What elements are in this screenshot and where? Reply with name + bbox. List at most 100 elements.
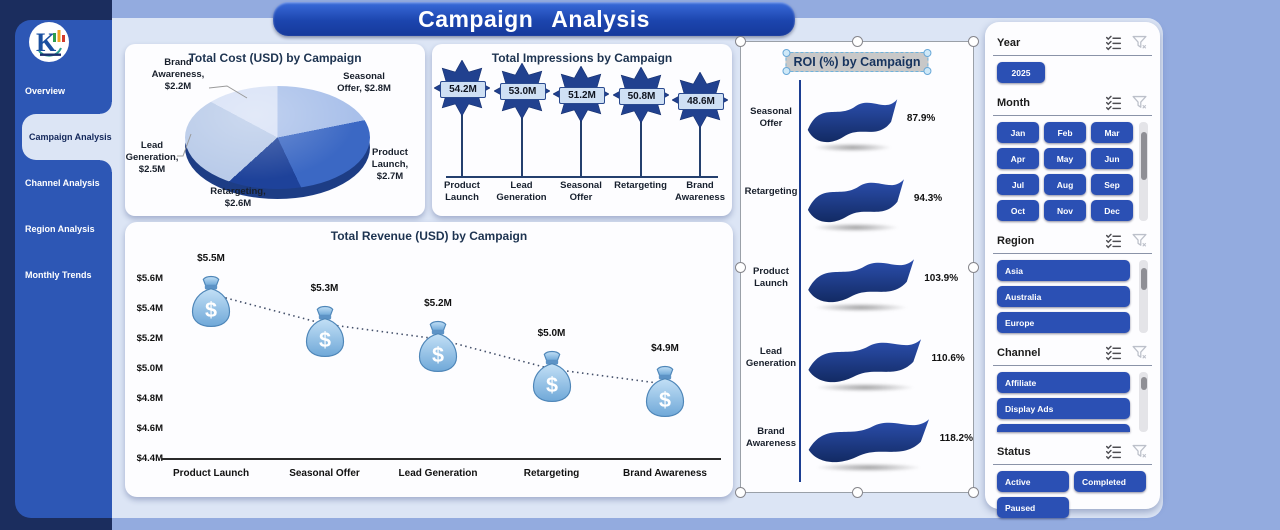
selection-handle[interactable] (968, 262, 979, 273)
money-bag-icon (641, 364, 689, 418)
svg-text:K: K (36, 28, 57, 57)
filter-option-nov[interactable]: Nov (1044, 200, 1086, 221)
cost-pie-visual[interactable]: Total Cost (USD) by Campaign Seasonal Of… (125, 44, 425, 216)
selection-handle[interactable] (852, 36, 863, 47)
filter-option-jan[interactable]: Jan (997, 122, 1039, 143)
text-selection-dot (782, 67, 791, 75)
revenue-ytick: $5.4M (136, 303, 163, 314)
select-all-icon[interactable] (1105, 344, 1122, 361)
filter-option-2025[interactable]: 2025 (997, 62, 1045, 83)
wave-bar-icon (808, 339, 922, 383)
filter-scrollbar[interactable] (1139, 122, 1148, 221)
filter-option-affiliate[interactable]: Affiliate (997, 372, 1130, 393)
filter-option-mar[interactable]: Mar (1091, 122, 1133, 143)
money-bag-icon (414, 319, 462, 373)
revenue-ytick: $4.6M (136, 423, 163, 434)
roi-category-label: Lead Generation (745, 346, 797, 370)
sidebar-item-label: Campaign Analysis (29, 132, 112, 142)
scrollbar-thumb[interactable] (1140, 268, 1147, 290)
filter-option-sep[interactable]: Sep (1091, 174, 1133, 195)
star-stem (461, 108, 463, 176)
selection-handle[interactable] (735, 36, 746, 47)
select-all-icon[interactable] (1105, 94, 1122, 111)
filter-option-completed[interactable]: Completed (1074, 471, 1146, 492)
filter-option-may[interactable]: May (1044, 148, 1086, 169)
impressions-category-label: Brand Awareness (675, 180, 725, 204)
clear-filter-icon[interactable] (1131, 232, 1148, 249)
selection-handle[interactable] (735, 487, 746, 498)
sidebar-item-channel-analysis[interactable]: Channel Analysis (15, 160, 112, 206)
text-selection-dot (782, 49, 791, 57)
revenue-category-label: Retargeting (523, 468, 580, 479)
selection-handle[interactable] (852, 487, 863, 498)
star-stem (639, 115, 642, 176)
filter-option-europe[interactable]: Europe (997, 312, 1130, 333)
cost-chart-title: Total Cost (USD) by Campaign (188, 51, 362, 65)
sidebar-item-overview[interactable]: Overview (15, 68, 112, 114)
clear-filter-icon[interactable] (1131, 34, 1148, 51)
pie-slice-label-seasonal-offer: Seasonal Offer, $2.8M (337, 71, 391, 94)
impressions-category-label: Lead Generation (496, 180, 547, 204)
impressions-value-label: 54.2M (440, 80, 486, 98)
roi-axis-line (799, 80, 801, 482)
revenue-value-label: $4.9M (651, 343, 679, 354)
selection-handle[interactable] (735, 262, 746, 273)
scrollbar-thumb[interactable] (1140, 377, 1147, 390)
filter-option-jun[interactable]: Jun (1091, 148, 1133, 169)
logo: K (27, 20, 71, 64)
filter-option-dec[interactable]: Dec (1091, 200, 1133, 221)
filter-scrollbar[interactable] (1139, 372, 1148, 432)
scrollbar-thumb[interactable] (1140, 132, 1147, 180)
filter-option-aug[interactable]: Aug (1044, 174, 1086, 195)
clear-filter-icon[interactable] (1131, 344, 1148, 361)
clear-filter-icon[interactable] (1131, 94, 1148, 111)
wave-bar-icon (807, 99, 898, 143)
star-stem (699, 120, 701, 176)
revenue-visual[interactable]: Total Revenue (USD) by Campaign $5.6M$5.… (125, 222, 733, 497)
pie-slice-label-product-launch: Product Launch, $2.7M (371, 147, 409, 182)
sidebar-item-region-analysis[interactable]: Region Analysis (15, 206, 112, 252)
selection-handle[interactable] (968, 487, 979, 498)
select-all-icon[interactable] (1105, 443, 1122, 460)
star-stem (520, 110, 523, 176)
clear-filter-icon[interactable] (1131, 443, 1148, 460)
filter-scrollbar[interactable] (1139, 260, 1148, 333)
filter-option-australia[interactable]: Australia (997, 286, 1130, 307)
filter-option-partial[interactable] (997, 424, 1130, 432)
filter-option-active[interactable]: Active (997, 471, 1069, 492)
sidebar-item-monthly-trends[interactable]: Monthly Trends (15, 252, 112, 298)
wave-bar-icon (807, 179, 904, 223)
filter-option-paused[interactable]: Paused (997, 497, 1069, 518)
filter-option-jul[interactable]: Jul (997, 174, 1039, 195)
revenue-ytick: $4.4M (136, 453, 163, 464)
revenue-ytick: $5.2M (136, 333, 163, 344)
money-bag-icon (187, 274, 235, 328)
wave-shadow (813, 303, 909, 312)
pie-slice-label-brand-awareness: Brand Awareness, $2.2M (151, 57, 205, 92)
selection-handle[interactable] (968, 36, 979, 47)
roi-category-label: Product Launch (753, 266, 789, 290)
filter-option-display-ads[interactable]: Display Ads (997, 398, 1130, 419)
select-all-icon[interactable] (1105, 34, 1122, 51)
select-all-icon[interactable] (1105, 232, 1122, 249)
sidebar-item-campaign-analysis[interactable]: Campaign Analysis (22, 102, 112, 172)
filter-option-asia[interactable]: Asia (997, 260, 1130, 281)
filter-option-oct[interactable]: Oct (997, 200, 1039, 221)
text-selection-dot (923, 67, 932, 75)
roi-chart-title[interactable]: ROI (%) by Campaign (782, 49, 932, 75)
roi-category-label: Retargeting (744, 186, 798, 197)
revenue-ytick: $4.8M (136, 393, 163, 404)
filter-option-apr[interactable]: Apr (997, 148, 1039, 169)
filter-option-feb[interactable]: Feb (1044, 122, 1086, 143)
roi-value-label: 110.6% (931, 353, 965, 364)
impressions-category-label: Retargeting (614, 180, 667, 191)
